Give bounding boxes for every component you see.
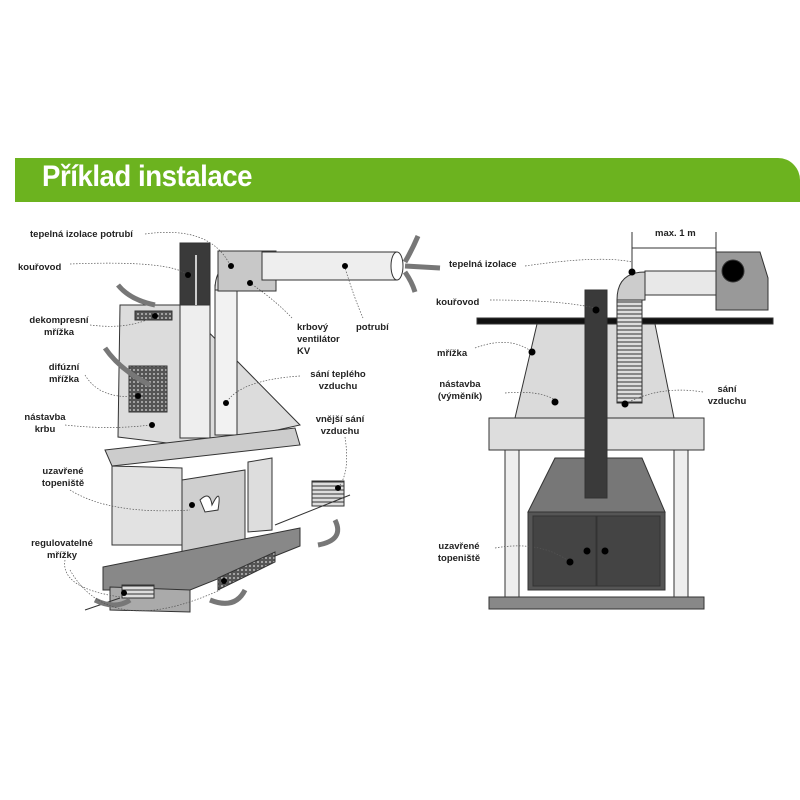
right-fan-box [715,251,769,311]
label-line: mřížky [46,550,78,561]
right-pillar [673,449,689,601]
label-line: mřížka [48,374,80,385]
label-line: vzduchu [320,426,360,437]
air-pipe [261,251,398,281]
flexible-duct [616,299,643,404]
label-insulation: tepelná izolace [449,259,517,270]
label-grille: mřížka [437,348,468,359]
duct-horizontal [644,270,721,296]
label-line: (výměník) [437,391,483,402]
adjustable-grille [121,584,155,599]
label-line: difúzní [48,362,80,373]
label-line: dekompresní [29,315,89,326]
page-title: Příklad instalace [42,160,253,193]
label-flue: kouřovod [18,262,62,273]
label-line: uzavřené [438,541,480,552]
label-insulation-pipe: tepelná izolace potrubí [30,229,133,240]
left-pillar [504,449,520,601]
label-line: ventilátor [297,334,340,345]
airflow-arrows [93,235,441,608]
label-line: nástavba [439,379,481,390]
leader-lines [64,231,704,612]
label-max-distance: max. 1 m [655,228,696,239]
label-line: nástavba [24,412,66,423]
label-line: krbový [297,322,329,333]
title-banner: Příklad instalace [15,158,800,202]
label-line: topeniště [41,478,85,489]
label-line: uzavřené [42,466,84,477]
left-fireplace [84,242,404,613]
label-line: sání teplého [310,369,366,380]
right-fireplace [476,232,774,610]
label-pipe: potrubí [356,322,389,333]
right-flue [584,289,608,499]
fireplace-body [111,465,183,546]
mantel [104,427,301,467]
label-line: vzduchu [318,381,358,392]
fireplace-pillar [247,457,273,533]
label-dots [121,263,636,596]
label-line: mřížka [43,327,75,338]
outer-grille [311,480,345,507]
label-flue-right: kouřovod [436,297,480,308]
side-grille [217,551,276,591]
label-line: KV [297,346,311,357]
label-exchanger: nástavba(výměník) [435,379,485,403]
floor-slab [488,596,705,610]
diffusion-grille [128,365,168,413]
label-line: vzduchu [707,396,747,407]
label-line: regulovatelné [31,538,93,549]
warm-intake-pipe [214,284,238,436]
label-line: sání [717,384,737,395]
label-line: vnější sání [315,414,365,425]
label-line: krbu [34,424,56,435]
label-line: topeniště [437,553,481,564]
